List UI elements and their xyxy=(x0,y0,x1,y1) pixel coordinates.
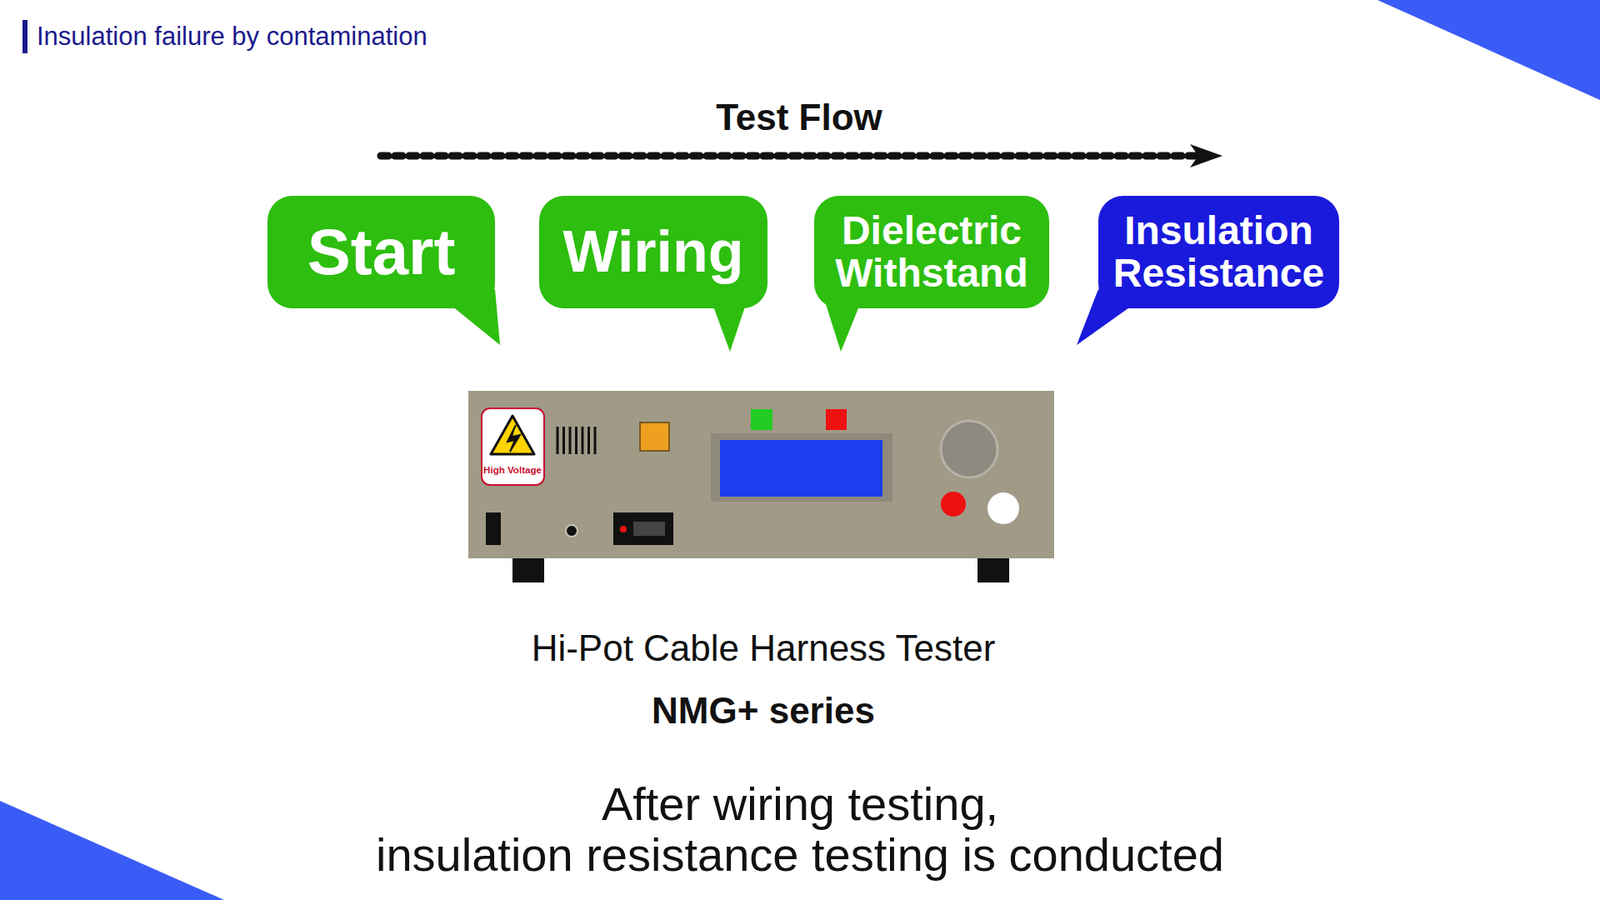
display-bezel xyxy=(710,433,893,502)
bubble-tail-shape xyxy=(1076,289,1132,345)
red-terminal xyxy=(940,491,966,517)
slide-title: Insulation failure by contamination xyxy=(36,21,428,52)
switch-rocker xyxy=(633,521,665,536)
flow-arrow-line xyxy=(380,152,1200,160)
vent-slot xyxy=(587,426,590,455)
switch-led xyxy=(620,525,627,533)
product-name: Hi-Pot Cable Harness Tester xyxy=(531,627,996,670)
caption: After wiring testing, insulation resista… xyxy=(375,778,1225,880)
switch xyxy=(613,512,674,545)
vent-slot xyxy=(562,426,565,455)
rotary-knob xyxy=(940,420,998,478)
bubble-tail-shape xyxy=(451,289,500,345)
red-lamp xyxy=(825,409,847,430)
speech-bubble: Dielectric Withstand xyxy=(814,195,1050,309)
bubble-text: Insulation Resistance xyxy=(1110,210,1328,295)
warning-sticker xyxy=(481,408,545,485)
bubble-text: Wiring xyxy=(562,221,744,284)
flow-heading: Test Flow xyxy=(715,96,883,139)
warning-triangle xyxy=(490,415,535,455)
series-name: NMG+ series xyxy=(651,690,875,732)
bubble-tail-shape xyxy=(825,304,860,352)
bubble-text: Dielectric Withstand xyxy=(825,210,1038,295)
green-lamp xyxy=(750,409,773,430)
bubble-text: Start xyxy=(307,218,456,287)
vent-slots xyxy=(557,426,595,455)
vent-slot xyxy=(556,426,560,455)
display-screen xyxy=(720,440,883,497)
orange-button xyxy=(640,422,670,451)
white-terminal xyxy=(987,492,1020,525)
vent-slot xyxy=(575,426,578,455)
sticker-text: High Voltage xyxy=(483,465,542,475)
speech-bubble: Start xyxy=(267,195,495,309)
bubble-tail-shape xyxy=(712,304,746,352)
tester-foot xyxy=(512,556,545,583)
flow-arrowhead xyxy=(1190,144,1223,168)
vent-slot xyxy=(569,426,572,455)
power-slot xyxy=(485,512,501,545)
title-bar xyxy=(22,20,28,54)
speech-bubble: Insulation Resistance xyxy=(1098,195,1340,309)
speech-bubble: Wiring xyxy=(539,195,768,309)
corner-band xyxy=(0,800,225,900)
vent-slot xyxy=(594,426,597,455)
jack xyxy=(565,525,578,537)
corner-band xyxy=(1377,0,1600,100)
tester-housing xyxy=(468,390,1055,559)
lightning-bolt xyxy=(507,425,520,452)
tester-foot xyxy=(977,556,1010,583)
vent-slot xyxy=(581,426,585,455)
